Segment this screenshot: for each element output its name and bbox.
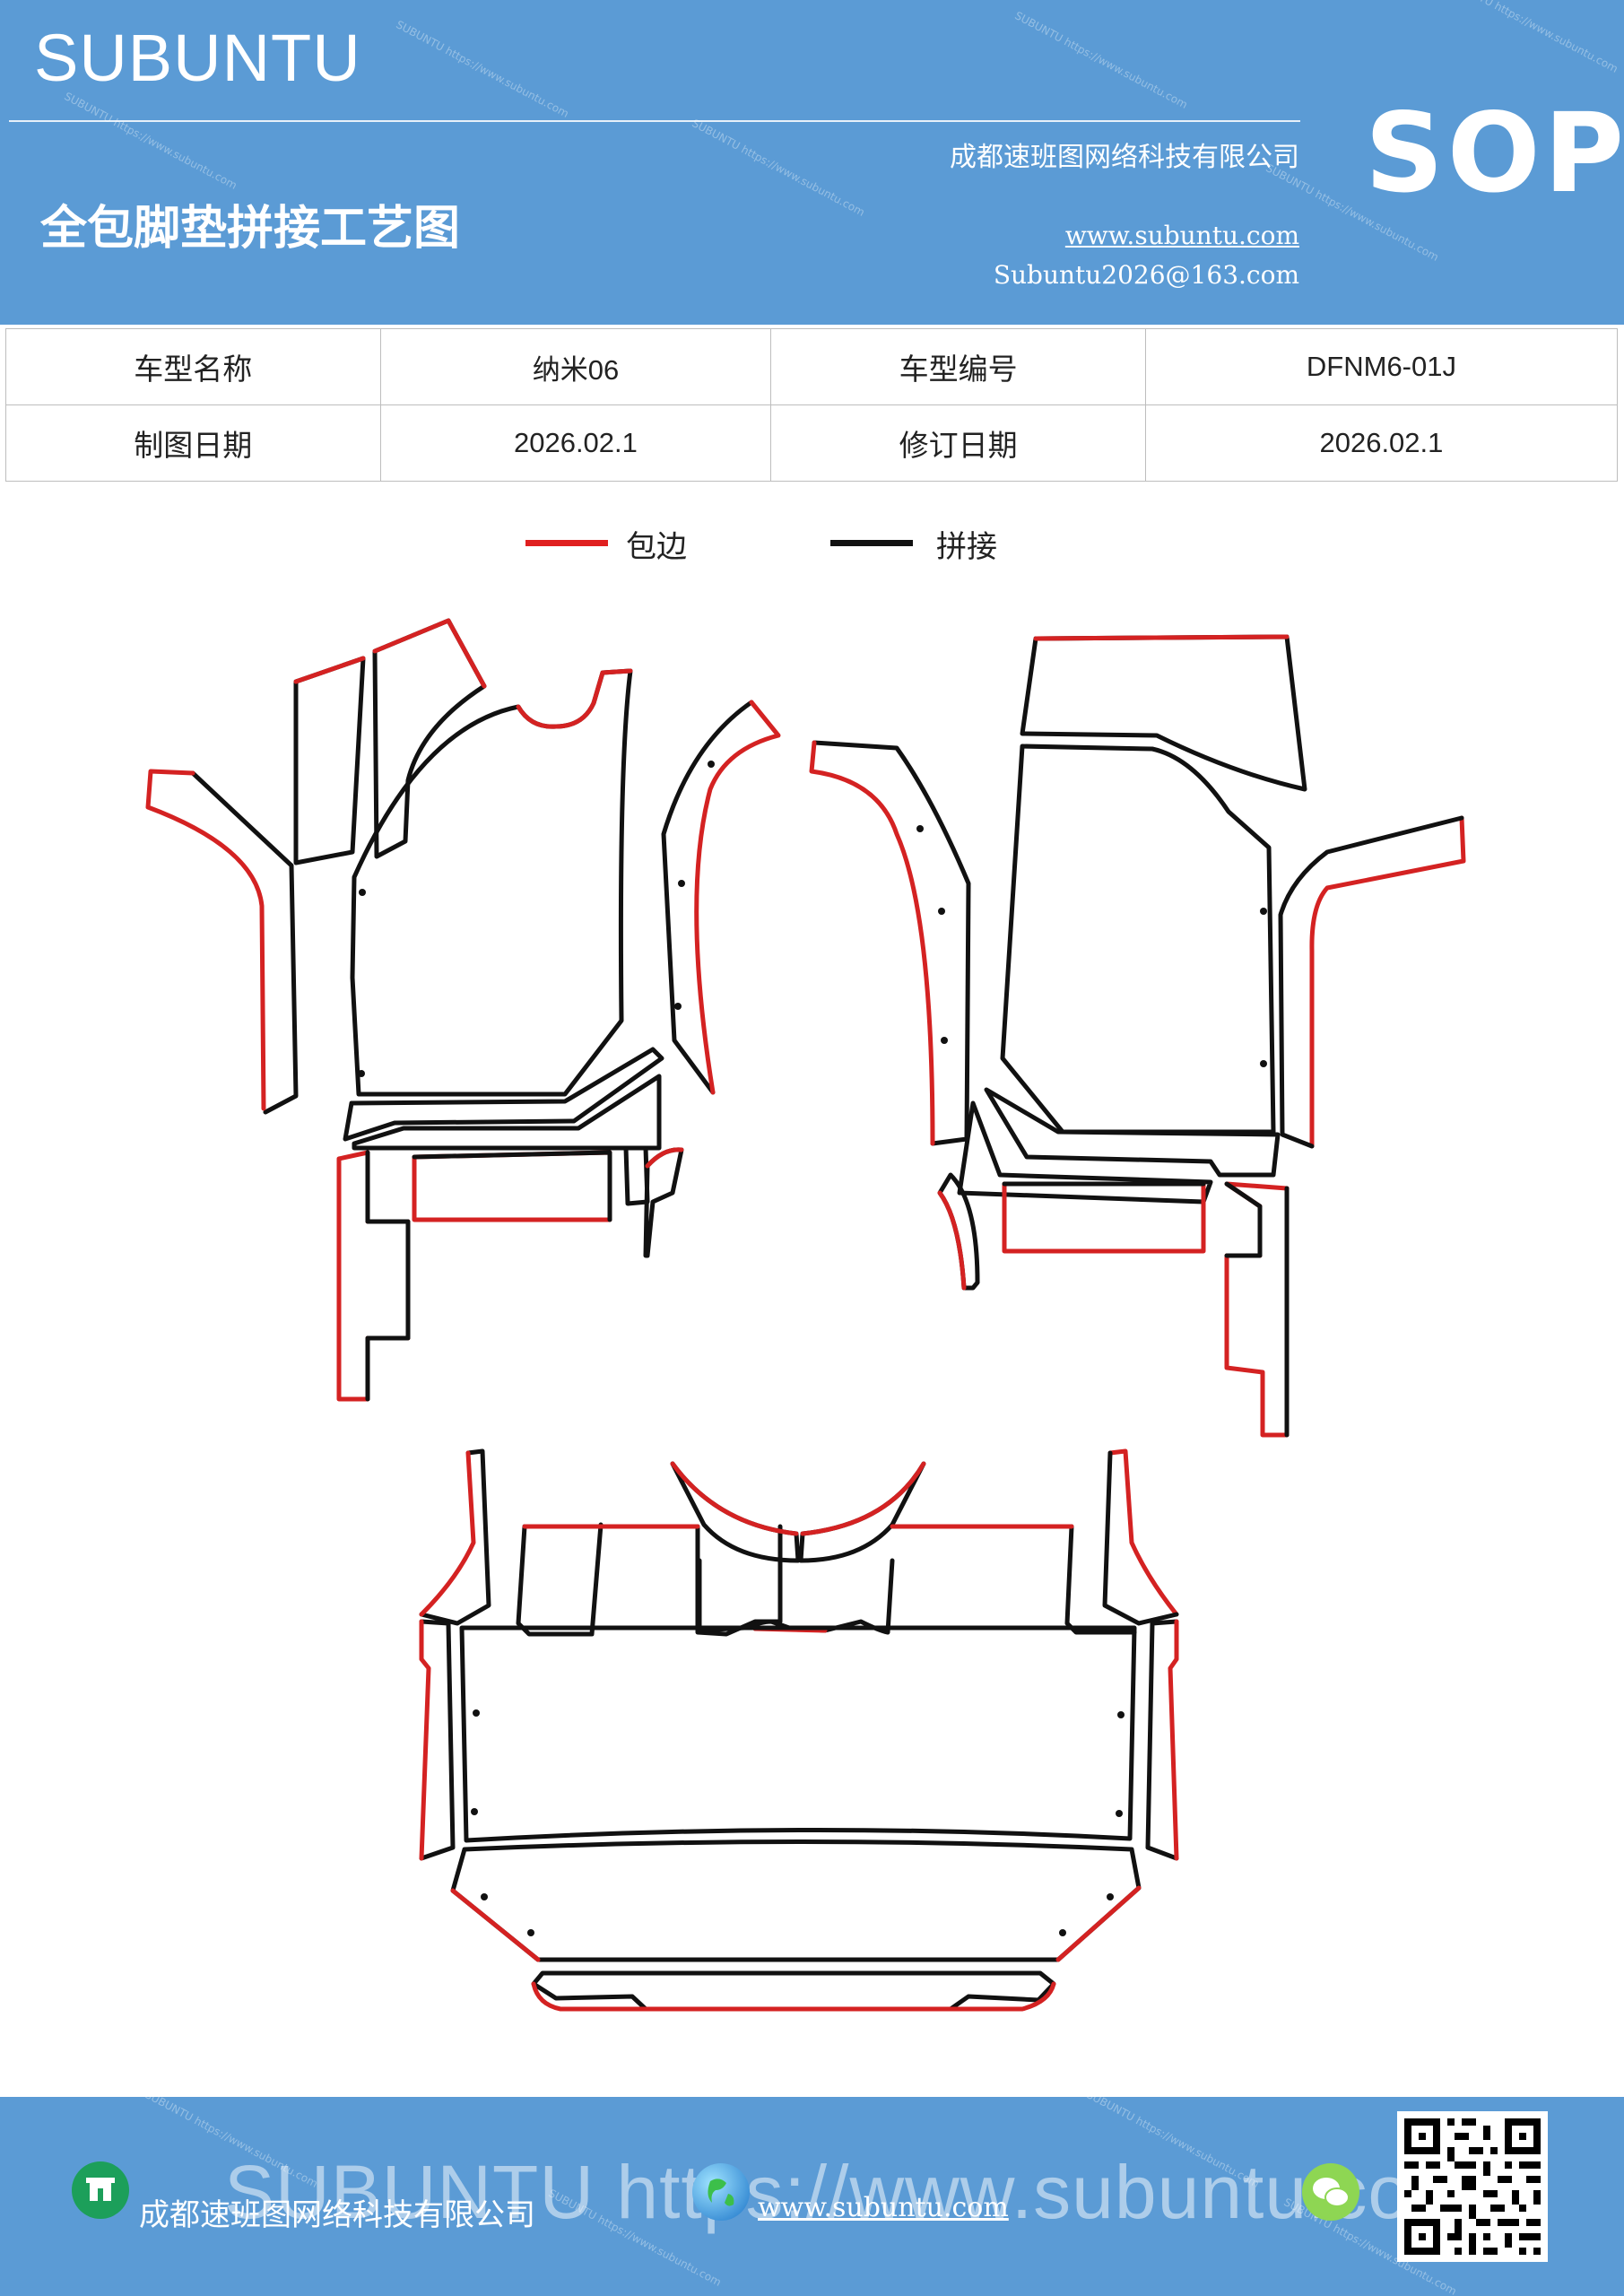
footer-company-name: 成都速班图网络科技有限公司 [139, 2197, 535, 2233]
header-divider [9, 120, 1300, 122]
revision-date-value: 2026.02.1 [1144, 404, 1619, 482]
legend-swatch-seam [830, 540, 913, 546]
globe-icon [692, 2163, 750, 2221]
legend-swatch-edge [525, 540, 608, 546]
website-link[interactable]: www.subuntu.com [1064, 221, 1299, 250]
vehicle-code-value: DFNM6-01J [1144, 328, 1619, 405]
vehicle-name-value: 纳米06 [379, 328, 772, 405]
table-row: 车型名称 纳米06 车型编号 DFNM6-01J [5, 328, 1619, 405]
legend: 包边 拼接 [0, 520, 1624, 574]
table-row: 制图日期 2026.02.1 修订日期 2026.02.1 [5, 404, 1619, 482]
header-banner: SUBUNTU https://www.subuntu.com SUBUNTU … [0, 0, 1624, 325]
draw-date-label: 制图日期 [5, 404, 381, 482]
revision-date-label: 修订日期 [770, 404, 1146, 482]
qr-code[interactable] [1397, 2111, 1548, 2262]
floor-mat-splice-diagram [145, 618, 1466, 2012]
page-title: 全包脚垫拼接工艺图 [40, 201, 461, 256]
legend-label-edge: 包边 [626, 529, 687, 565]
front-right-mat-group [809, 634, 1466, 1438]
rear-mat-group [419, 1448, 1179, 2012]
wechat-icon [1302, 2163, 1359, 2221]
draw-date-value: 2026.02.1 [379, 404, 772, 482]
email-address: Subuntu2026@163.com [993, 260, 1299, 290]
brand-name: SUBUNTU [34, 21, 361, 95]
sop-badge: SOP [1365, 90, 1624, 217]
front-left-mat-group [145, 618, 781, 1402]
footer-banner: SUBUNTU https://www.subuntu.com SUBUNTU … [0, 2097, 1624, 2296]
company-name: 成都速班图网络科技有限公司 [950, 142, 1299, 173]
company-icon [72, 2161, 129, 2219]
footer-website-link[interactable]: www.subuntu.com [758, 2192, 1009, 2223]
vehicle-code-label: 车型编号 [770, 328, 1146, 405]
legend-label-seam: 拼接 [936, 529, 997, 565]
vehicle-name-label: 车型名称 [5, 328, 381, 405]
footer-watermark-url: SUBUNTU https://www.subuntu.com [224, 2150, 1475, 2234]
info-table: 车型名称 纳米06 车型编号 DFNM6-01J 制图日期 2026.02.1 … [5, 328, 1619, 482]
